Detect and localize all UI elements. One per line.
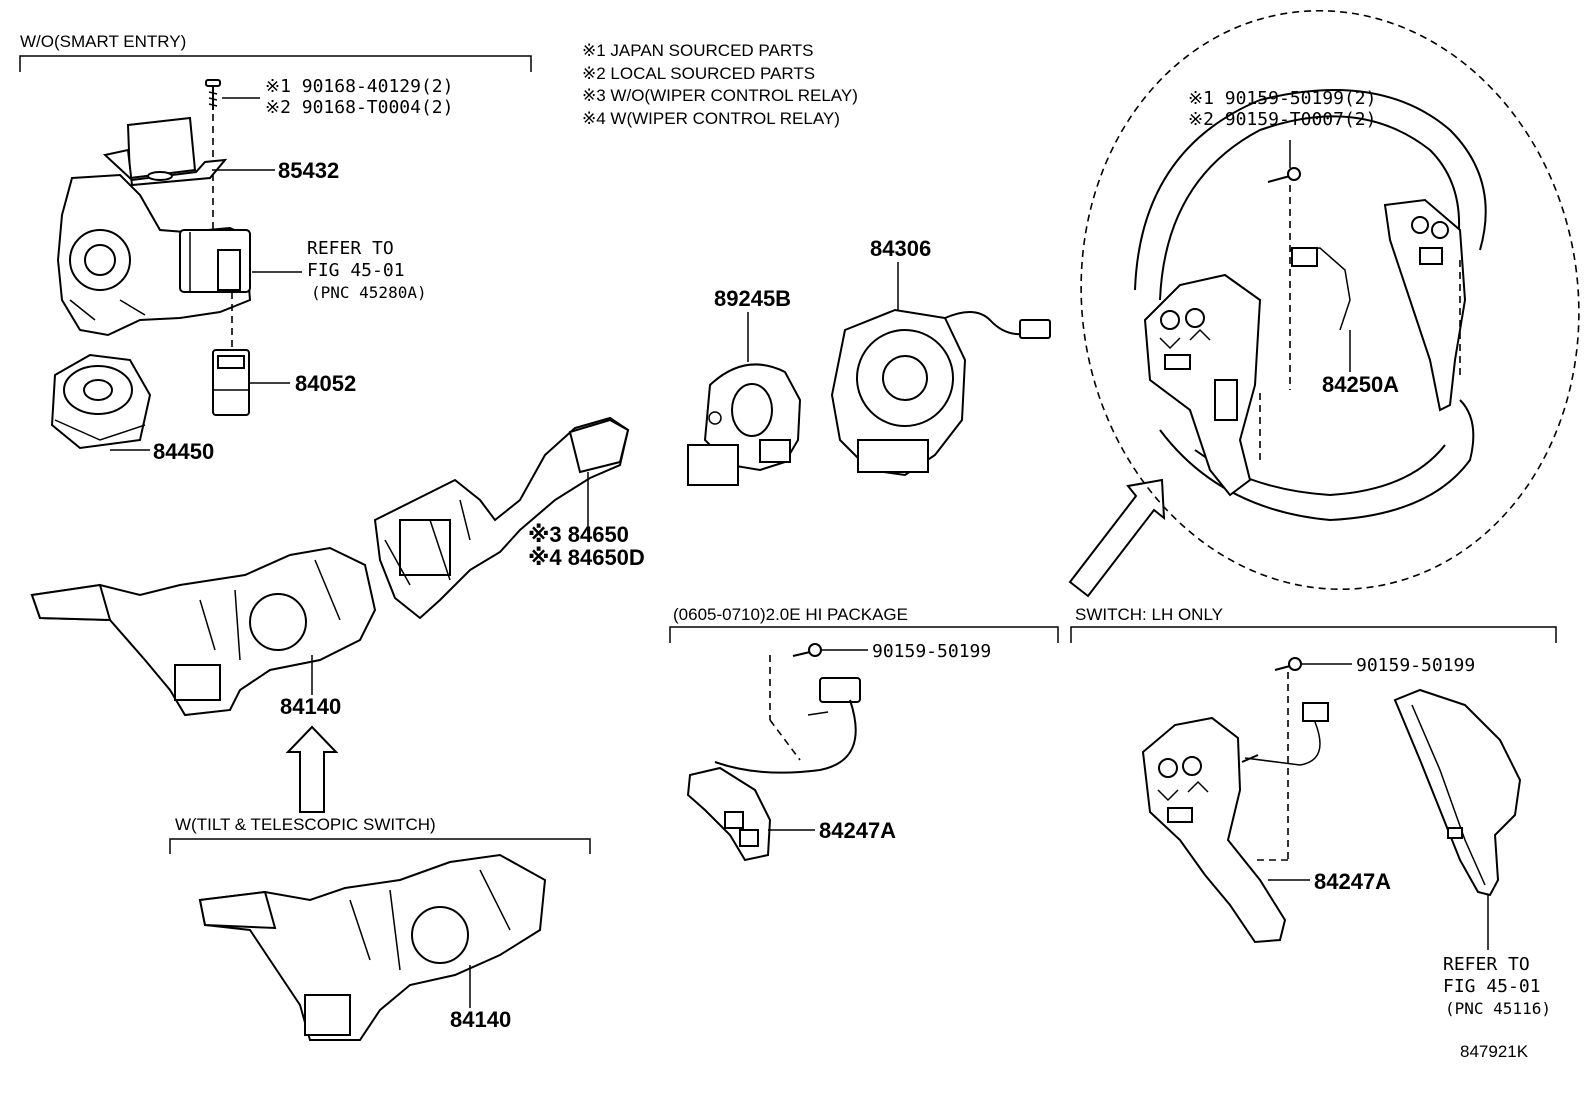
- label-bolt-90159-50199-2: ※1 90159-50199(2): [1188, 88, 1376, 109]
- label-84247a-lh: 84247A: [1314, 869, 1391, 894]
- label-bolt-90159-t0007: ※2 90159-T0007(2): [1188, 109, 1376, 130]
- label-90159-50199-lh: 90159-50199: [1356, 655, 1475, 676]
- part-84247a-hi-switch-icon: [686, 677, 861, 862]
- part-84052-switch-icon: [212, 349, 250, 416]
- steering-wheel-icon: [1134, 89, 1487, 522]
- group-bracket-switch-lh: [1070, 626, 1557, 643]
- steering-pad-cover-icon: [1393, 688, 1522, 897]
- label-84450: 84450: [153, 439, 214, 464]
- group-bracket-hi-package: [669, 626, 1059, 643]
- part-84650-wiper-switch-icon: [373, 416, 630, 620]
- label-bolt-90168-40129: ※1 90168-40129(2): [265, 76, 453, 97]
- group-label-hi-package: (0605-0710)2.0E HI PACKAGE: [673, 605, 908, 624]
- label-89245b: 89245B: [714, 286, 791, 311]
- label-84140-bottom: 84140: [450, 1007, 511, 1032]
- part-85432-bracket-icon: [102, 116, 228, 187]
- up-arrow-icon: [285, 725, 339, 813]
- part-84140-tilt-combination-switch-icon: [198, 853, 547, 1041]
- diagonal-arrow-icon: [1068, 478, 1166, 598]
- label-84306: 84306: [870, 236, 931, 261]
- part-84140-combination-switch-icon: [30, 546, 377, 717]
- group-label-switch-lh-only: SWITCH: LH ONLY: [1075, 605, 1223, 624]
- label-fig-45-01-2: FIG 45-01: [1443, 976, 1541, 997]
- label-84250a: 84250A: [1322, 372, 1399, 397]
- bolt-90159-hi-package-icon: [792, 643, 822, 657]
- group-label-w-tilt-telescopic: W(TILT & TELESCOPIC SWITCH): [175, 815, 436, 834]
- bolt-90168-icon: [205, 79, 260, 110]
- label-84650d: ※4 84650D: [528, 545, 645, 570]
- label-85432: 85432: [278, 158, 339, 183]
- part-84247a-lh-switch-icon: [1141, 702, 1329, 944]
- figure-id: 847921K: [1460, 1042, 1529, 1061]
- label-refer-to-2: REFER TO: [1443, 954, 1530, 975]
- label-bolt-90168-t0004: ※2 90168-T0004(2): [265, 97, 453, 118]
- part-84450-ignition-switch-icon: [50, 353, 152, 450]
- part-89245b-steering-sensor-icon: [687, 363, 802, 486]
- steering-wheel-detail-outline: [1080, 9, 1580, 591]
- label-refer-to-1: REFER TO: [307, 238, 394, 259]
- label-84650: ※3 84650: [528, 522, 629, 547]
- label-84052: 84052: [295, 371, 356, 396]
- group-bracket-wo-smart-entry: [19, 55, 532, 72]
- steering-lock-housing-icon: [56, 173, 252, 337]
- note-japan-sourced: ※1 JAPAN SOURCED PARTS: [582, 41, 814, 60]
- note-wo-wiper-relay: ※3 W/O(WIPER CONTROL RELAY): [582, 86, 858, 105]
- group-label-wo-smart-entry: W/O(SMART ENTRY): [20, 32, 186, 51]
- bolt-90159-steering-icon: [1267, 140, 1301, 183]
- bolt-90159-lh-icon: [1274, 657, 1302, 671]
- label-84140-top: 84140: [280, 694, 341, 719]
- label-pnc-45280a: (PNC 45280A): [311, 283, 427, 302]
- note-local-sourced: ※2 LOCAL SOURCED PARTS: [582, 64, 815, 83]
- label-90159-50199-hi: 90159-50199: [872, 641, 991, 662]
- part-84306-spiral-cable-icon: [830, 308, 1051, 477]
- label-pnc-45116: (PNC 45116): [1445, 999, 1551, 1018]
- note-w-wiper-relay: ※4 W(WIPER CONTROL RELAY): [582, 109, 840, 128]
- label-84247a-hi: 84247A: [819, 818, 896, 843]
- label-fig-45-01-1: FIG 45-01: [307, 260, 405, 281]
- group-bracket-w-tilt: [169, 838, 591, 854]
